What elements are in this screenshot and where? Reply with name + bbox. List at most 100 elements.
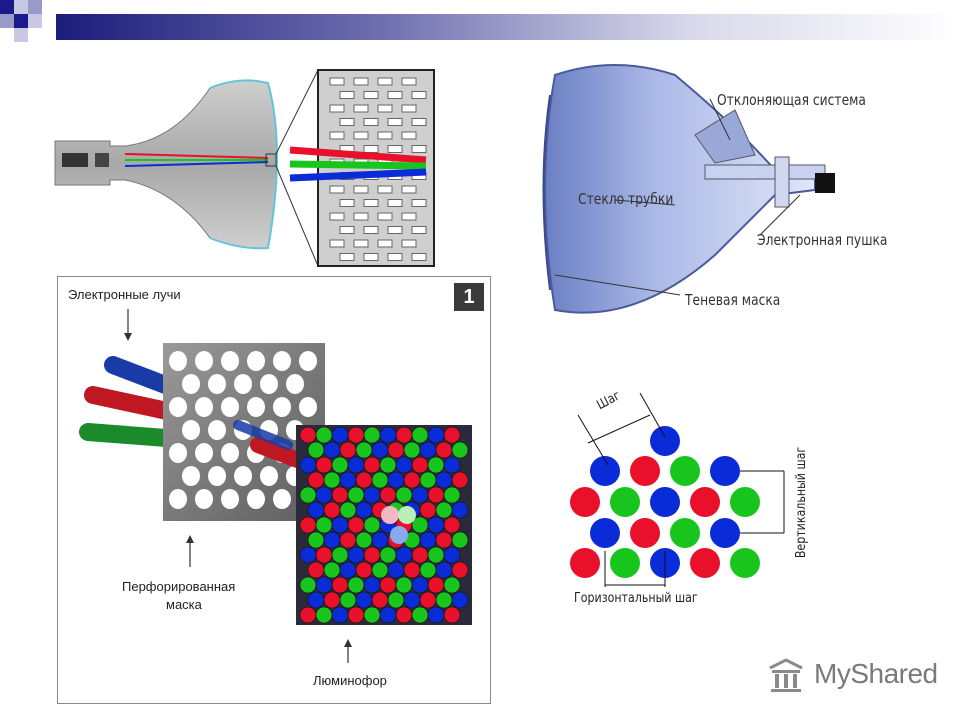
phosphor-dot <box>307 441 325 459</box>
phosphor-dot <box>403 441 421 459</box>
mask-slot <box>401 239 417 248</box>
mask-hole <box>260 466 278 486</box>
phosphor-dot <box>347 516 365 534</box>
decor-square <box>28 0 42 14</box>
mask-slot <box>329 131 345 140</box>
mask-slot <box>329 77 345 86</box>
phosphor-dot <box>331 456 349 474</box>
mask-hole <box>221 489 239 509</box>
tube-screen-edge <box>209 79 278 250</box>
phosphor-dot <box>331 486 349 504</box>
phosphor-dot <box>443 426 461 444</box>
arrow-head <box>124 333 132 341</box>
phosphor-dot <box>379 456 397 474</box>
mask-slot <box>329 185 345 194</box>
mask-slot <box>353 212 369 221</box>
mask-hole <box>169 397 187 417</box>
phosphor-dot <box>315 516 333 534</box>
phosphor-dot <box>427 576 445 594</box>
mask-slot <box>411 145 427 153</box>
mask-slot <box>329 104 345 113</box>
mask-slot <box>377 104 393 113</box>
phosphor-dot <box>299 576 317 594</box>
phosphor-dot <box>411 426 429 444</box>
mask-slot <box>401 77 417 86</box>
phosphor-dot <box>339 591 357 609</box>
phosphor-dot <box>411 456 429 474</box>
pitch-dot <box>590 456 620 486</box>
deflection-yoke <box>694 109 756 164</box>
mask-slot <box>377 131 393 140</box>
phosphor-dot <box>395 576 413 594</box>
figure-number-badge: 1 <box>454 283 484 311</box>
phosphor-dot <box>371 591 389 609</box>
mask-slot <box>387 91 403 99</box>
phosphor-dot <box>443 576 461 594</box>
phosphor-dot <box>331 516 349 534</box>
phosphor-dot <box>339 501 357 519</box>
phosphor-dot <box>315 456 333 474</box>
phosphor-dot <box>299 486 317 504</box>
mask-hole <box>247 489 265 509</box>
phosphor-dot <box>339 531 357 549</box>
tube-side-view <box>54 69 435 267</box>
mask-slot <box>377 77 393 86</box>
phosphor-dot <box>363 606 381 624</box>
phosphor-dot <box>435 591 453 609</box>
mask-hole <box>299 351 317 371</box>
phosphor-dot <box>435 471 453 489</box>
zoom-beam-green <box>289 160 427 170</box>
pitch-dot <box>690 487 720 517</box>
phosphor-dot <box>363 516 381 534</box>
mask-slot <box>377 239 393 248</box>
mask-slot <box>401 212 417 221</box>
mask-hole <box>260 374 278 394</box>
phosphor-dot <box>347 456 365 474</box>
phosphor-dot <box>387 561 405 579</box>
mask-slot <box>363 145 379 153</box>
mask-hole <box>221 351 239 371</box>
phosphor-dot <box>403 561 421 579</box>
phosphor-dot <box>387 441 405 459</box>
phosphor-dot <box>363 576 381 594</box>
phosphor-dot <box>379 486 397 504</box>
pitch-dot <box>570 487 600 517</box>
mask-slot <box>339 253 355 261</box>
phosphor-dot <box>395 546 413 564</box>
phosphor-dot <box>411 576 429 594</box>
phosphor-dot <box>419 471 437 489</box>
shadow-mask-figure: 1 Электронные лучи Перфорированная маска… <box>57 276 491 704</box>
mask-slot <box>363 118 379 126</box>
mask-slot <box>363 199 379 207</box>
phosphor-lit-green <box>398 506 416 524</box>
phosphor-dot <box>347 486 365 504</box>
phosphor-dot <box>427 486 445 504</box>
leader-line <box>554 274 681 296</box>
phosphor-dot <box>419 561 437 579</box>
phosphor-dot <box>379 426 397 444</box>
phosphor-dot <box>355 531 373 549</box>
mask-hole <box>195 443 213 463</box>
pitch-diagram: Шаг Вертикальный шаг Горизонтальный шаг <box>560 385 850 615</box>
arrow-head <box>186 535 194 543</box>
pitch-dot <box>690 548 720 578</box>
mask-slot <box>363 226 379 234</box>
leader-line <box>709 98 731 141</box>
pitch-dots <box>570 426 760 578</box>
phosphor-dot <box>411 606 429 624</box>
phosphor-dot <box>419 441 437 459</box>
phosphor-dot <box>435 561 453 579</box>
crt-diagram: Отклоняющая система Стекло трубки Электр… <box>515 55 935 325</box>
phosphor-dot <box>307 561 325 579</box>
label-phosphor: Люминофор <box>313 673 387 688</box>
mask-slot <box>411 226 427 234</box>
phosphor-dot <box>371 531 389 549</box>
logo-icon <box>769 658 803 692</box>
phosphor-dot <box>379 546 397 564</box>
label-tube-glass: Стекло трубки <box>578 190 674 208</box>
mask-slot <box>387 118 403 126</box>
mask-hole <box>273 397 291 417</box>
phosphor-dot <box>347 546 365 564</box>
pitch-drawing <box>570 392 785 587</box>
step-guide <box>577 414 609 466</box>
